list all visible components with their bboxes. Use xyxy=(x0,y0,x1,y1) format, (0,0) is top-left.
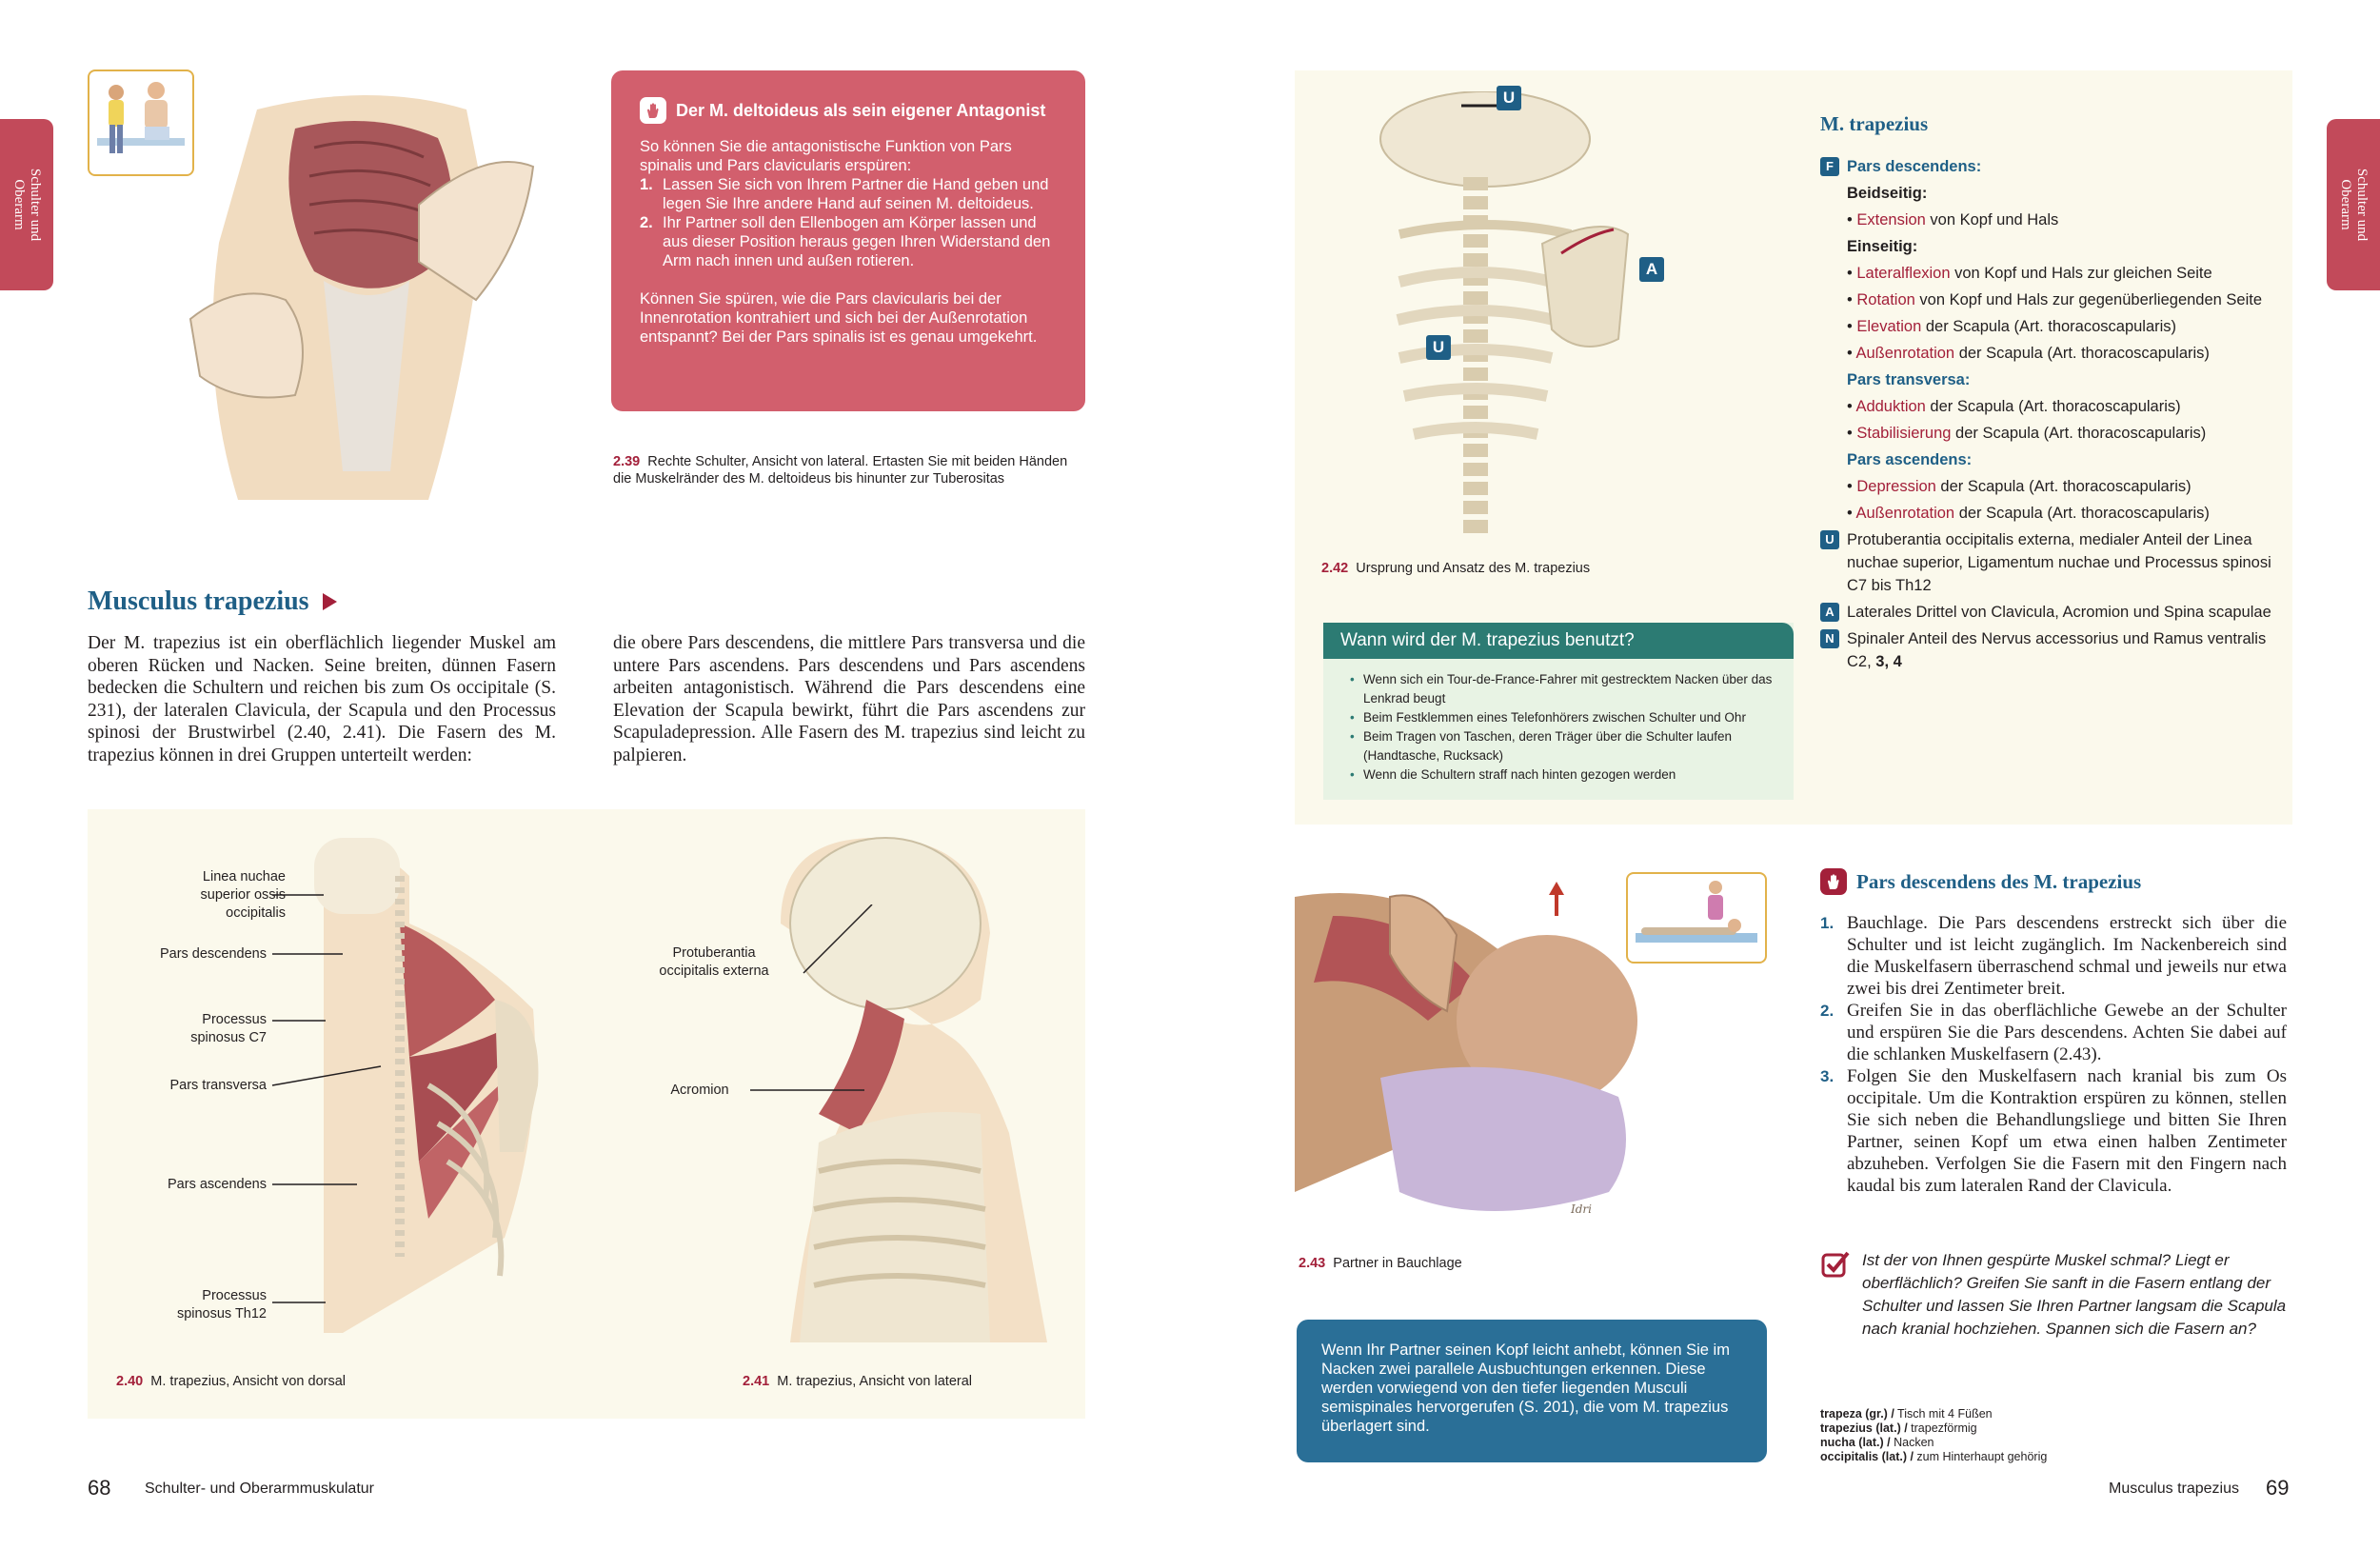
usage-box-title: Wann wird der M. trapezius benutzt? xyxy=(1323,623,1794,659)
page-number-right: 69 xyxy=(2266,1476,2290,1500)
usage-box: Wann wird der M. trapezius benutzt? Wenn… xyxy=(1323,623,1794,800)
figure-2-41-caption: 2.41 M. trapezius, Ansicht von lateral xyxy=(743,1374,973,1389)
hand-icon xyxy=(1820,868,1847,895)
antagonist-box-outro: Können Sie spüren, wie die Pars clavicul… xyxy=(640,290,1038,346)
usage-item: Wenn die Schultern straff nach hinten ge… xyxy=(1350,765,1773,785)
glossary-entry: trapeza (gr.) / Tisch mit 4 Füßen xyxy=(1820,1407,1993,1421)
figure-2-40-caption: 2.40 M. trapezius, Ansicht von dorsal xyxy=(116,1374,347,1389)
label-processus-th12: Processus spinosus Th12 xyxy=(176,1288,267,1321)
palpation-steps: 1.Bauchlage. Die Pars descendens erstrec… xyxy=(1820,912,2287,1197)
prone-thumbnail-illustration xyxy=(1636,881,1757,943)
section-title: Musculus trapezius xyxy=(88,586,337,617)
figure-2-43-signature: Idri xyxy=(1570,1202,1592,1216)
palpation-step: 1.Bauchlage. Die Pars descendens erstrec… xyxy=(1820,913,2287,999)
usage-item: Beim Tragen von Taschen, deren Träger üb… xyxy=(1350,727,1773,765)
section-text-col1: Der M. trapezius ist ein oberflächlich l… xyxy=(88,633,556,765)
antagonist-step: 1.Lassen Sie sich von Ihrem Partner die … xyxy=(640,176,1049,212)
figure-2-43-prone-partner-illustration: Idri xyxy=(1295,878,1647,1230)
footer-title-right: Musculus trapezius xyxy=(2109,1480,2239,1497)
figure-2-39-shoulder-illustration xyxy=(188,95,535,500)
side-tab-left[interactable]: Schulter und Oberarm xyxy=(0,119,53,290)
section-text-col2: die obere Pars descendens, die mittlere … xyxy=(613,633,1085,765)
usage-list: Wenn sich ein Tour-de-France-Fahrer mit … xyxy=(1323,659,1794,794)
glossary-entry: trapezius (lat.) / trapezförmig xyxy=(1820,1421,1977,1435)
antagonist-step: 2.Ihr Partner soll den Ellenbogen am Kör… xyxy=(640,214,1051,269)
label-pars-ascendens: Pars ascendens xyxy=(168,1177,267,1192)
label-processus-c7: Processus spinosus C7 xyxy=(190,1012,267,1045)
checkmark-icon xyxy=(1820,1249,1851,1280)
play-arrow-icon xyxy=(322,593,337,610)
antagonist-box-intro: So können Sie die antagonistische Funkti… xyxy=(640,138,1012,174)
figure-2-40-leader-lines xyxy=(271,894,382,1303)
label-acromion: Acromion xyxy=(670,1083,729,1098)
marker-a: A xyxy=(1639,257,1664,282)
note-box: Wenn Ihr Partner seinen Kopf leicht anhe… xyxy=(1297,1320,1767,1462)
palpation-step: 3.Folgen Sie den Muskelfasern nach krani… xyxy=(1820,1066,2287,1196)
figure-2-39-caption: 2.39 Rechte Schulter, Ansicht von latera… xyxy=(613,454,1068,487)
figure-2-42-caption: 2.42 Ursprung und Ansatz des M. trapeziu… xyxy=(1321,561,1591,576)
antagonist-box: Der M. deltoideus als sein eigener Antag… xyxy=(611,70,1085,411)
figure-2-42-skeleton-illustration xyxy=(1379,91,1630,539)
palpation-title: Pars descendens des M. trapezius xyxy=(1820,868,2141,895)
glossary-entry: nucha (lat.) / Nacken xyxy=(1820,1436,1934,1449)
nerve-badge: N xyxy=(1820,629,1839,648)
check-question: Ist der von Ihnen gespürte Muskel schmal… xyxy=(1820,1249,2296,1341)
antagonist-box-steps: 1.Lassen Sie sich von Ihrem Partner die … xyxy=(640,175,1059,270)
glossary: trapeza (gr.) / Tisch mit 4 Füßen trapez… xyxy=(1820,1407,2201,1464)
thumbnail-prone-position xyxy=(1626,872,1767,964)
figure-2-43-caption: 2.43 Partner in Bauchlage xyxy=(1299,1256,1462,1271)
footer-title-left: Schulter- und Oberarmmuskulatur xyxy=(145,1480,374,1497)
figure-2-41-lateral-illustration xyxy=(781,837,1047,1342)
label-pars-descendens: Pars descendens xyxy=(159,946,267,962)
label-linea-nuchae: Linea nuchae superior ossis occipitalis xyxy=(200,869,286,921)
figure-2-40-dorsal-illustration xyxy=(314,838,539,1333)
page-number-left: 68 xyxy=(88,1476,111,1500)
marker-u-top: U xyxy=(1497,86,1521,110)
insertion-badge: A xyxy=(1820,603,1839,622)
thumbnail-partners xyxy=(88,70,194,176)
marker-u-spine: U xyxy=(1426,335,1451,360)
glossary-entry: occipitalis (lat.) / zum Hinterhaupt geh… xyxy=(1820,1450,2048,1463)
palpation-step: 2.Greifen Sie in das oberflächliche Gewe… xyxy=(1820,1001,2287,1064)
side-tab-right[interactable]: Schulter und Oberarm xyxy=(2327,119,2380,290)
label-protuberantia: Protuberantia occipitalis externa xyxy=(659,945,769,979)
trapezius-info-title: M. trapezius xyxy=(1820,112,1929,135)
antagonist-box-title: Der M. deltoideus als sein eigener Antag… xyxy=(640,97,1059,124)
figure-2-41-leader-lines xyxy=(750,904,873,1091)
usage-item: Wenn sich ein Tour-de-France-Fahrer mit … xyxy=(1350,670,1773,708)
hand-icon xyxy=(640,97,666,124)
label-pars-transversa: Pars transversa xyxy=(169,1078,267,1093)
partners-thumbnail-illustration xyxy=(97,82,185,153)
usage-item: Beim Festklemmen eines Telefonhörers zwi… xyxy=(1350,708,1773,727)
function-badge: F xyxy=(1820,157,1839,176)
origin-badge: U xyxy=(1820,530,1839,549)
